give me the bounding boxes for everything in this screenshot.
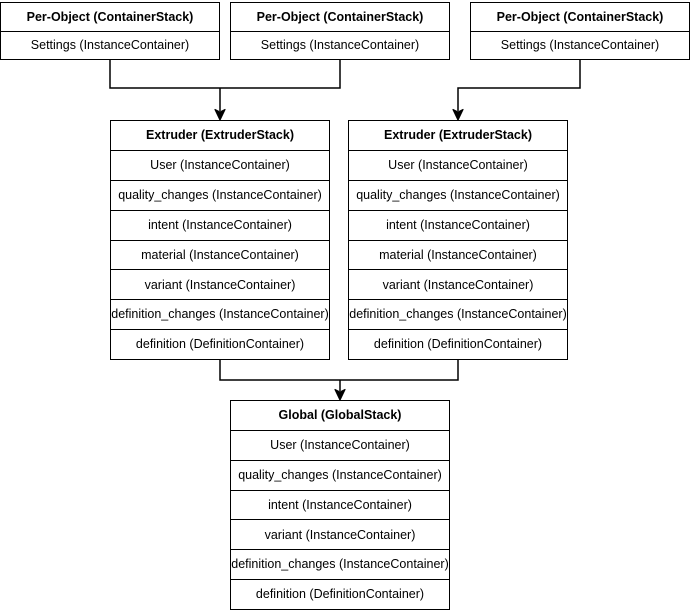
container-row: variant (InstanceContainer)	[349, 269, 567, 299]
container-row: Settings (InstanceContainer)	[471, 30, 689, 60]
container-row: quality_changes (InstanceContainer)	[349, 179, 567, 210]
edge-per-object-to-extruder-left	[109, 60, 341, 111]
container-row: Settings (InstanceContainer)	[1, 30, 219, 60]
global-stack: Global (GlobalStack) User (InstanceConta…	[230, 400, 450, 610]
box-title: Per-Object (ContainerStack)	[26, 9, 194, 24]
container-row: quality_changes (InstanceContainer)	[111, 179, 329, 210]
container-row: quality_changes (InstanceContainer)	[231, 459, 449, 490]
container-row: definition (DefinitionContainer)	[349, 329, 567, 359]
container-row: material (InstanceContainer)	[349, 239, 567, 270]
container-row: intent (InstanceContainer)	[231, 489, 449, 520]
per-object-stack-middle: Per-Object (ContainerStack) Settings (In…	[230, 2, 450, 60]
container-row: intent (InstanceContainer)	[349, 209, 567, 240]
container-row: definition_changes (InstanceContainer)	[111, 299, 329, 329]
container-row: material (InstanceContainer)	[111, 239, 329, 270]
arrowhead-extruder-right	[452, 108, 464, 121]
box-title: Per-Object (ContainerStack)	[256, 9, 424, 24]
extruder-stack-right: Extruder (ExtruderStack) User (InstanceC…	[348, 120, 568, 360]
per-object-stack-left: Per-Object (ContainerStack) Settings (In…	[0, 2, 220, 60]
container-row: intent (InstanceContainer)	[111, 209, 329, 240]
container-row: definition (DefinitionContainer)	[231, 579, 449, 609]
container-row: definition_changes (InstanceContainer)	[231, 549, 449, 579]
container-row: User (InstanceContainer)	[349, 149, 567, 180]
extruder-stack-left: Extruder (ExtruderStack) User (InstanceC…	[110, 120, 330, 360]
container-row: User (InstanceContainer)	[111, 149, 329, 180]
container-row: Settings (InstanceContainer)	[231, 30, 449, 60]
per-object-stack-right: Per-Object (ContainerStack) Settings (In…	[470, 2, 690, 60]
edge-extruders-to-global	[219, 360, 459, 391]
box-title: Global (GlobalStack)	[278, 408, 402, 423]
box-title: Extruder (ExtruderStack)	[146, 128, 294, 143]
container-row: User (InstanceContainer)	[231, 429, 449, 460]
box-title: Per-Object (ContainerStack)	[496, 9, 664, 24]
container-row: variant (InstanceContainer)	[231, 519, 449, 549]
arrowhead-global	[334, 388, 346, 401]
arrowhead-extruder-left	[214, 108, 226, 121]
box-title: Extruder (ExtruderStack)	[384, 128, 532, 143]
container-row: variant (InstanceContainer)	[111, 269, 329, 299]
container-row: definition (DefinitionContainer)	[111, 329, 329, 359]
container-row: definition_changes (InstanceContainer)	[349, 299, 567, 329]
edge-per-object-to-extruder-right	[457, 60, 581, 111]
